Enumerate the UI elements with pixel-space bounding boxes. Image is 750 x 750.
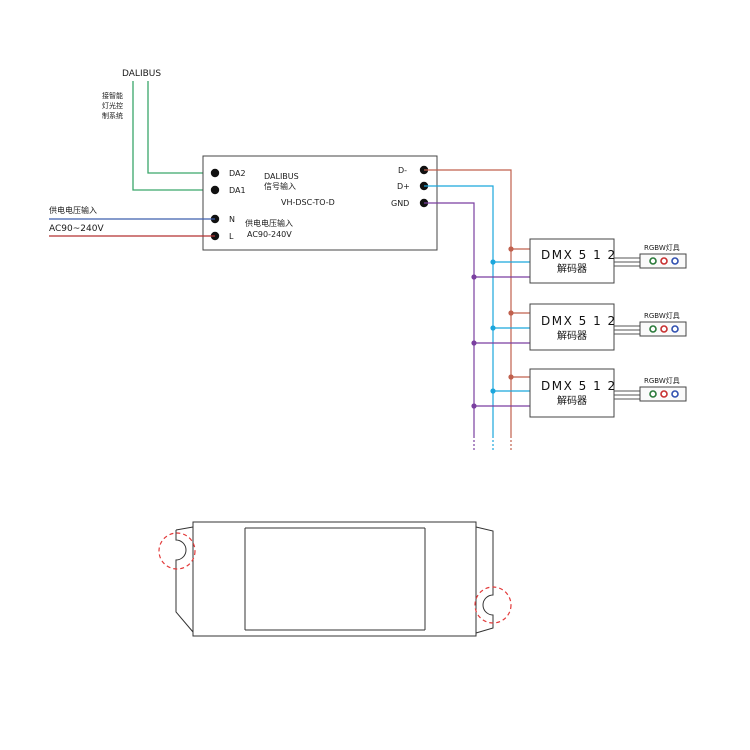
mains-input-title: 供电电压输入: [49, 205, 97, 215]
terminal-da1-label: DA1: [229, 186, 246, 195]
signal-input-label-2: 信号输入: [264, 181, 296, 191]
decoder-3-subtitle: 解码器: [557, 394, 587, 407]
right-mount-hole-highlight: [474, 586, 512, 624]
dali-bus-wires: [132, 81, 215, 191]
decoder-2-title: DMX 5 1 2: [541, 314, 617, 328]
terminal-d-plus-label: D+: [397, 182, 410, 191]
decoder-1-subtitle: 解码器: [557, 262, 587, 275]
dmx-bus-wires: [424, 169, 530, 450]
terminal-da2: [210, 168, 220, 178]
gnd-trunk: [424, 202, 475, 436]
decoder-1: DMX 5 1 2 解码器: [529, 238, 617, 284]
decoder-1-title: DMX 5 1 2: [541, 248, 617, 262]
control-system-label-3: 制系统: [102, 111, 123, 120]
controller-model: VH-DSC-TO-D: [281, 198, 335, 207]
terminal-da1: [210, 185, 220, 195]
signal-input-label-1: DALIBUS: [264, 172, 299, 181]
left-mount-hole-highlight: [158, 532, 196, 570]
mains-voltage: AC90~240V: [49, 224, 104, 234]
terminal-l-label: L: [229, 232, 234, 241]
rgbw-fixture-2: RGBW灯具: [614, 311, 687, 337]
control-system-label-2: 灯光控: [102, 101, 123, 110]
decoder-3-title: DMX 5 1 2: [541, 379, 617, 393]
terminal-d-minus-label: D-: [398, 166, 407, 175]
d-plus-trunk: [424, 185, 494, 436]
decoder-2: DMX 5 1 2 解码器: [529, 303, 617, 351]
enclosure-drawing: [175, 521, 494, 637]
rgbw-fixture-3: RGBW灯具: [614, 376, 687, 402]
left-tab-top: [175, 526, 194, 531]
dalibus-label: DALIBUS: [122, 69, 161, 79]
terminal-gnd-label: GND: [391, 199, 409, 208]
decoder-3: DMX 5 1 2 解码器: [529, 368, 617, 418]
terminal-da2-label: DA2: [229, 169, 246, 178]
d-minus-trunk: [424, 169, 512, 436]
controller-box: [202, 155, 438, 251]
rgbw-fixture-2-label: RGBW灯具: [644, 311, 680, 320]
left-tab: [175, 530, 194, 633]
da2-wire: [147, 81, 215, 174]
rgbw-fixture-3-label: RGBW灯具: [644, 376, 680, 385]
rgbw-fixture-1: RGBW灯具: [614, 243, 687, 269]
right-tab: [475, 526, 494, 634]
da1-wire: [132, 81, 215, 191]
rgbw-fixture-1-label: RGBW灯具: [644, 243, 680, 252]
control-system-label-1: 接智能: [102, 91, 123, 100]
decoder-2-subtitle: 解码器: [557, 329, 587, 342]
terminal-n-label: N: [229, 215, 235, 224]
power-input-label-2: AC90-240V: [247, 230, 292, 239]
enclosure-body: [192, 521, 477, 637]
power-input-label-1: 供电电压输入: [245, 218, 293, 228]
